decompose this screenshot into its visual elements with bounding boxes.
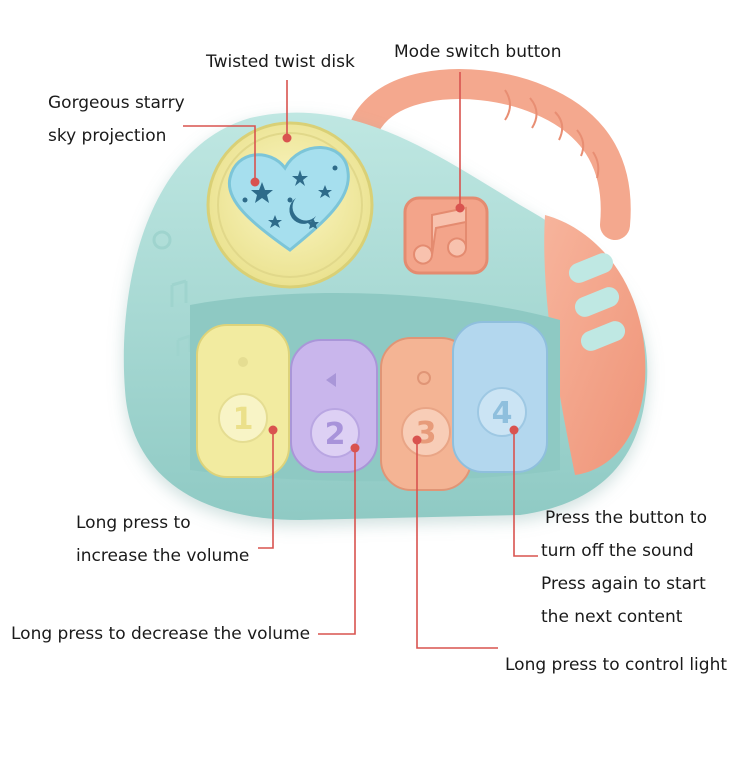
label-increase-volume-line1: Long press to <box>76 513 191 533</box>
label-sound-off-line1: Press the button to <box>545 508 707 528</box>
piano-keys: 1 2 3 4 <box>196 321 548 491</box>
speaker-slots <box>568 253 626 351</box>
star-icon <box>238 357 248 367</box>
label-projection-line1: Gorgeous starry <box>48 93 185 113</box>
piano-key-2[interactable]: 2 <box>290 339 378 473</box>
label-control-light: Long press to control light <box>505 655 728 675</box>
piano-key-4[interactable]: 4 <box>452 321 548 473</box>
label-decrease-volume: Long press to decrease the volume <box>11 624 311 644</box>
label-sound-off-line2: turn off the sound <box>541 541 694 561</box>
moon-icon <box>289 198 316 224</box>
volume-down-icon <box>326 373 336 387</box>
music-note-icon <box>413 206 467 265</box>
handle-ridges <box>504 89 600 179</box>
label-twist-disk: Twisted twist disk <box>206 52 355 72</box>
star-pattern-icon <box>242 165 338 229</box>
callout-line-increase-volume <box>258 430 274 549</box>
label-sound-off-line3: Press again to start <box>541 574 706 594</box>
key-number-1: 1 <box>233 402 254 437</box>
callout-line-sound-off <box>513 430 538 557</box>
key-number-4: 4 <box>492 396 513 431</box>
label-sound-off: Press the button to turn off the sound P… <box>541 502 707 634</box>
callout-line-projection <box>183 125 256 182</box>
label-projection-line2: sky projection <box>48 126 167 146</box>
label-projection: Gorgeous starry sky projection <box>48 87 185 153</box>
callout-dots <box>250 133 519 453</box>
callout-line-light <box>416 440 498 649</box>
key-number-2: 2 <box>325 417 346 452</box>
carry-handle <box>345 69 631 240</box>
key-number-3: 3 <box>416 416 437 451</box>
label-mode-switch: Mode switch button <box>394 42 562 62</box>
callout-lines <box>183 72 538 649</box>
disk-ridges <box>217 132 363 278</box>
callout-line-decrease-volume <box>318 448 356 635</box>
light-bulb-icon <box>417 371 431 385</box>
label-increase-volume-line2: increase the volume <box>76 546 250 566</box>
piano-key-1[interactable]: 1 <box>196 324 290 478</box>
label-increase-volume: Long press to increase the volume <box>76 507 249 573</box>
label-sound-off-line4: the next content <box>541 607 683 627</box>
